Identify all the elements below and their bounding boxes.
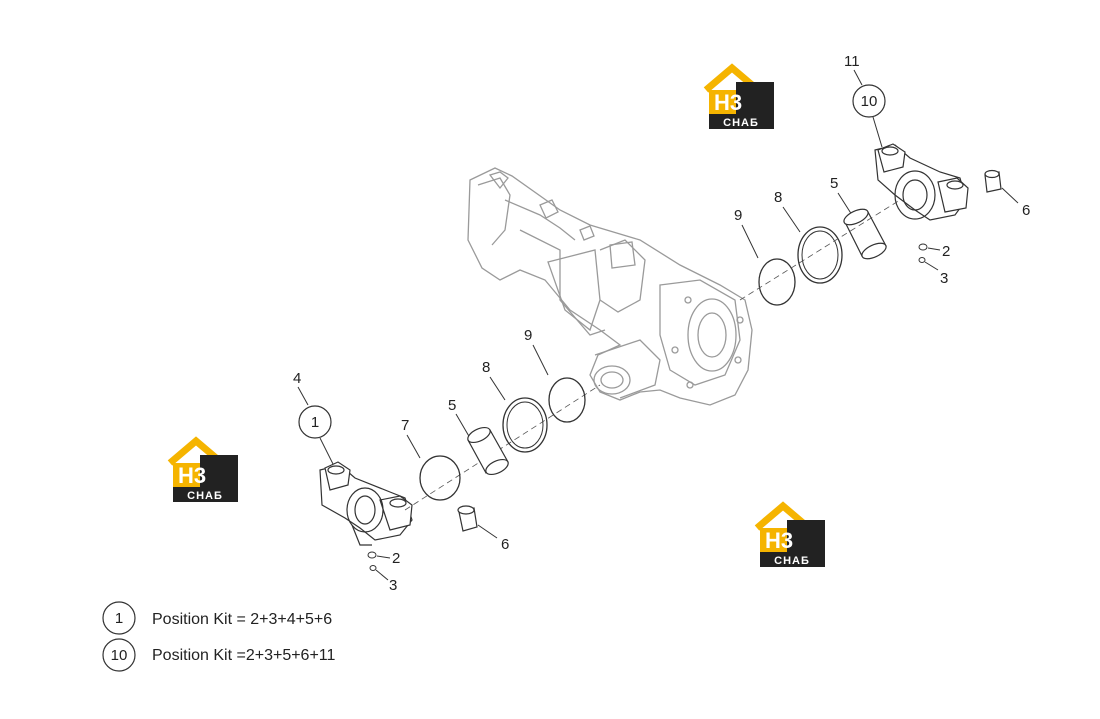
legend-text-1: Position Kit = 2+3+4+5+6: [152, 611, 332, 628]
leader-left-2: [376, 555, 391, 559]
right-screw-3: [918, 257, 926, 263]
leader-7: [406, 434, 421, 459]
left-ring-9: [548, 377, 586, 423]
watermark-bottom-letters: H3: [765, 528, 793, 553]
right-bushing-5: [843, 208, 887, 260]
callout-right-9: 9: [734, 207, 742, 224]
left-seal-8: [502, 397, 548, 453]
callout-left-8: 8: [482, 359, 490, 376]
callout-right-2: 2: [942, 243, 950, 260]
left-seal-8-inner: [506, 401, 544, 449]
right-screw-2: [918, 243, 928, 251]
left-hub-housing: [319, 461, 413, 546]
callout-right-3: 3: [940, 270, 948, 287]
callout-left-2: 2: [392, 550, 400, 567]
leader-right-3: [924, 261, 939, 271]
callout-left-5: 5: [448, 397, 456, 414]
right-hub-housing: [874, 143, 969, 221]
callout-right-6: 6: [1022, 202, 1030, 219]
callout-4: 4: [293, 370, 301, 387]
legend: 1 Position Kit = 2+3+4+5+6 10 Position K…: [102, 601, 336, 672]
leader-left-9: [532, 344, 549, 376]
legend-text-10: Position Kit =2+3+5+6+11: [152, 647, 336, 664]
leader-left-8: [489, 376, 506, 401]
leader-left-5: [455, 413, 471, 439]
right-axis-line: [739, 199, 901, 301]
legend-circle-10: [102, 638, 136, 672]
leader-right-5: [837, 192, 853, 216]
watermark-bottom-subtitle: СНАБ: [774, 555, 810, 567]
legend-number-10: 10: [111, 647, 128, 664]
left-screw-3: [369, 565, 377, 571]
leader-left-3: [375, 569, 389, 581]
kit-number-1: 1: [311, 414, 319, 431]
leader-10: [872, 116, 883, 148]
callout-right-8: 8: [774, 189, 782, 206]
left-screw-2: [367, 551, 377, 559]
right-seal-8: [797, 226, 843, 284]
watermark-logo-left: H3 СНАБ: [167, 436, 238, 502]
left-bushing-5: [467, 426, 509, 476]
kit-circle-10: [852, 84, 886, 118]
legend-item-10: 10 Position Kit =2+3+5+6+11: [102, 638, 336, 672]
axle-housing: [467, 167, 753, 406]
watermark-logo-top: H3 СНАБ: [703, 63, 774, 129]
watermark-left-letters: H3: [178, 463, 206, 488]
watermark-logo-bottom: H3 СНАБ: [754, 501, 825, 567]
leader-right-8: [782, 206, 801, 233]
left-axis-line: [404, 384, 601, 511]
o-ring-7: [419, 455, 461, 501]
right-sleeve-6: [984, 169, 1002, 193]
legend-item-1: 1 Position Kit = 2+3+4+5+6: [102, 601, 332, 635]
kit-number-10: 10: [861, 93, 878, 110]
watermark-left-subtitle: СНАБ: [187, 490, 223, 502]
right-seal-8-inner: [801, 230, 839, 280]
callout-11: 11: [844, 53, 860, 70]
leader-1: [319, 437, 336, 469]
left-sleeve-6: [457, 505, 478, 532]
leader-4: [297, 386, 309, 406]
leader-right-2: [927, 247, 941, 251]
callout-left-9: 9: [524, 327, 532, 344]
watermark-top-letters: H3: [714, 90, 742, 115]
legend-circle-1: [102, 601, 136, 635]
legend-number-1: 1: [115, 610, 123, 627]
kit-circle-1: [298, 405, 332, 439]
leader-right-9: [741, 224, 759, 259]
right-ring-9: [758, 258, 796, 306]
callout-left-6: 6: [501, 536, 509, 553]
leader-11: [853, 69, 863, 86]
callout-7: 7: [401, 417, 409, 434]
leader-left-6: [477, 524, 498, 539]
leader-right-6: [1001, 187, 1019, 204]
watermark-top-subtitle: СНАБ: [723, 117, 759, 129]
callout-left-3: 3: [389, 577, 397, 594]
callout-right-5: 5: [830, 175, 838, 192]
